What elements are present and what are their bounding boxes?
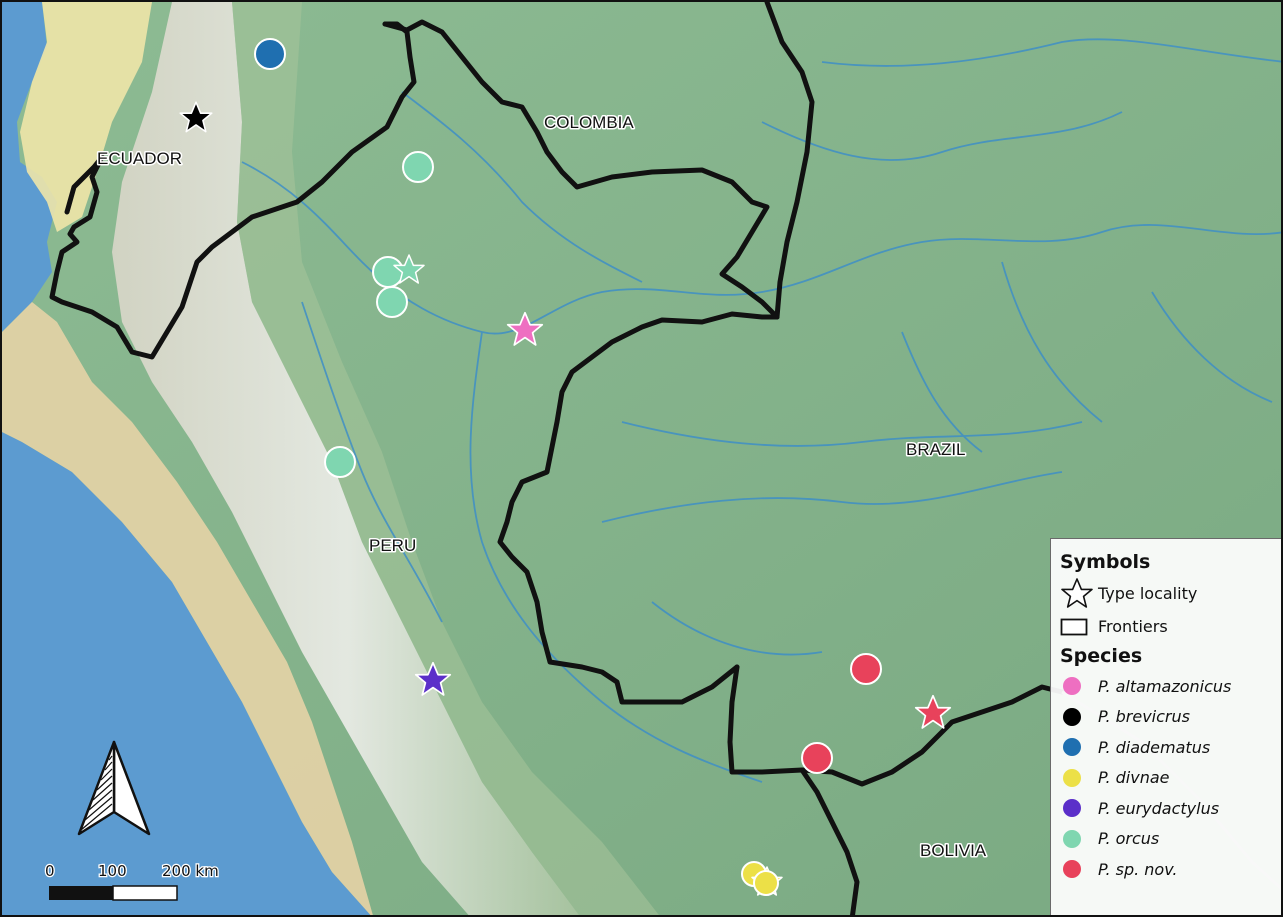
andes-range [112, 2, 580, 915]
legend-row-type-locality: Type locality [1060, 577, 1276, 610]
country-label-ecuador: ECUADOR [97, 149, 182, 168]
legend-frontiers-label: Frontiers [1098, 617, 1168, 636]
ecuador-coast [20, 2, 152, 232]
species-name: P. brevicrus [1098, 707, 1190, 727]
point-p-sp-nov[interactable] [801, 742, 833, 774]
legend: Symbols Type locality Frontiers Species … [1050, 538, 1281, 915]
legend-species-heading: Species [1060, 645, 1143, 667]
species-name: P. orcus [1098, 829, 1160, 849]
point-p-orcus[interactable] [402, 151, 434, 183]
species-name: P. diadematus [1098, 737, 1211, 757]
legend-type-locality-label: Type locality [1098, 584, 1198, 603]
species-color-swatch [1063, 768, 1081, 787]
legend-symbols-heading: Symbols [1060, 551, 1151, 573]
country-label-peru: PERU [369, 536, 416, 555]
frontiers [49, 2, 1065, 915]
legend-species-item: P. diadematus [1060, 732, 1276, 763]
species-color-swatch [1063, 738, 1081, 757]
point-p-sp-nov[interactable] [850, 653, 882, 685]
legend-row-frontiers: Frontiers [1060, 610, 1276, 643]
scale-bar: 0 100 200 km [44, 861, 220, 901]
species-name: P. sp. nov. [1098, 859, 1178, 879]
occurrence-points[interactable] [254, 38, 882, 887]
type-locality-p-eurydactylus[interactable] [414, 661, 452, 696]
country-label-colombia: COLOMBIA [544, 113, 634, 132]
north-arrow-icon [77, 740, 151, 836]
type-locality-p-sp-nov[interactable] [914, 694, 952, 729]
country-label-bolivia: BOLIVIA [920, 841, 987, 860]
frontier-brazil-bolivia [727, 664, 1065, 787]
species-dot-icon [1060, 738, 1098, 757]
legend-species-item: P. divnae [1060, 763, 1276, 794]
species-name: P. eurydactylus [1098, 798, 1220, 818]
point-p-divnae[interactable] [753, 870, 779, 896]
point-p-orcus[interactable] [372, 256, 404, 288]
species-dot-icon [1060, 707, 1098, 726]
frontier-peru-bolivia [799, 767, 860, 915]
species-color-swatch [1063, 707, 1081, 726]
species-dot-icon [1060, 768, 1098, 787]
point-p-orcus[interactable] [376, 286, 408, 318]
rivers [241, 38, 1281, 783]
legend-species-list: P. altamazonicus P. brevicrus P. diadematu… [1060, 671, 1276, 885]
legend-species-item: P. orcus [1060, 824, 1276, 855]
species-dot-icon [1060, 677, 1098, 696]
frontier-colombia-peru [382, 19, 780, 320]
species-color-swatch [1063, 799, 1081, 818]
legend-species-item: P. eurydactylus [1060, 793, 1276, 824]
species-dot-icon [1060, 860, 1098, 879]
star-outline-icon [1060, 577, 1098, 610]
andes-foothills [232, 2, 659, 915]
frontier-box-icon [1060, 618, 1098, 636]
point-p-diadematus[interactable] [254, 38, 286, 70]
type-locality-p-altamazonicus[interactable] [506, 311, 544, 346]
scale-label-100: 100 [98, 862, 127, 880]
scale-bar-black [49, 886, 113, 900]
legend-species-item: P. brevicrus [1060, 702, 1276, 733]
type-locality-p-orcus[interactable] [393, 254, 425, 284]
species-dot-icon [1060, 799, 1098, 818]
coastal-plain [2, 302, 373, 915]
country-label-brazil: BRAZIL [906, 440, 966, 459]
species-color-swatch [1063, 677, 1081, 696]
frontier-colombia-brazil [764, 2, 815, 320]
point-p-orcus[interactable] [324, 446, 356, 478]
scale-label-0: 0 [45, 862, 55, 880]
species-name: P. divnae [1098, 768, 1170, 788]
frontier-peru-brazil [497, 311, 780, 705]
species-dot-icon [1060, 829, 1098, 848]
species-color-swatch [1063, 860, 1081, 879]
scale-label-200: 200 km [162, 862, 219, 880]
type-locality-p-brevicrus[interactable] [179, 101, 213, 133]
legend-species-item: P. sp. nov. [1060, 854, 1276, 885]
scale-bar-white [112, 885, 178, 901]
frontier-ecuador-peru [49, 21, 417, 360]
legend-species-item: P. altamazonicus [1060, 671, 1276, 702]
species-color-swatch [1063, 829, 1081, 848]
species-name: P. altamazonicus [1098, 676, 1232, 696]
